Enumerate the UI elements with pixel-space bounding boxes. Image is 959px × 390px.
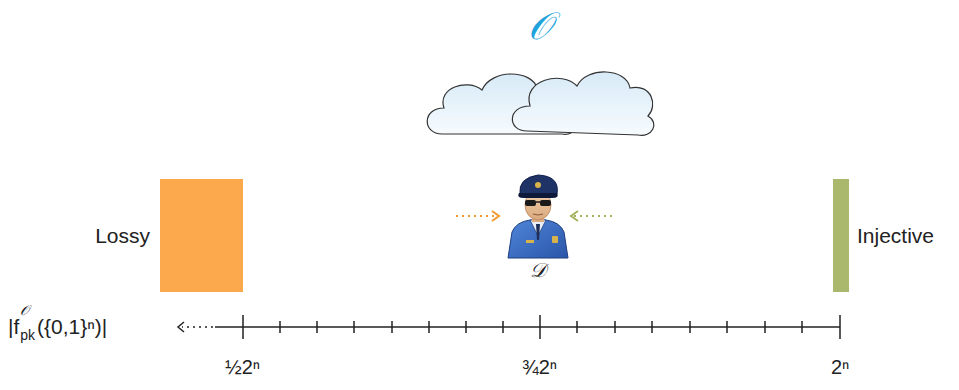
oracle-symbol: 𝒪 (528, 6, 552, 48)
axis-label: ({0,1}ⁿ)| (37, 315, 107, 338)
axis-label: |f (8, 315, 19, 338)
size-axis (178, 315, 840, 339)
axis-label-superscript: 𝒪 (20, 303, 29, 318)
green-dotted-arrow (571, 211, 612, 221)
tick-label: ½2ⁿ (225, 356, 260, 378)
oracle-cloud: 𝒪 (420, 4, 660, 144)
orange-dotted-arrow (456, 211, 499, 221)
region-label: Injective (857, 224, 934, 247)
axis-label-subscript: pk (20, 328, 35, 343)
lossy-region: Lossy (160, 179, 243, 292)
injective-region: Injective (833, 179, 849, 292)
distinguisher-symbol: 𝒟 (530, 259, 546, 281)
tick-label: ¾2ⁿ (522, 356, 557, 378)
tick-label: 2ⁿ (831, 356, 849, 378)
distinguisher-figure (508, 175, 568, 258)
cloud-puff (512, 72, 653, 135)
region-label: Lossy (95, 224, 150, 247)
